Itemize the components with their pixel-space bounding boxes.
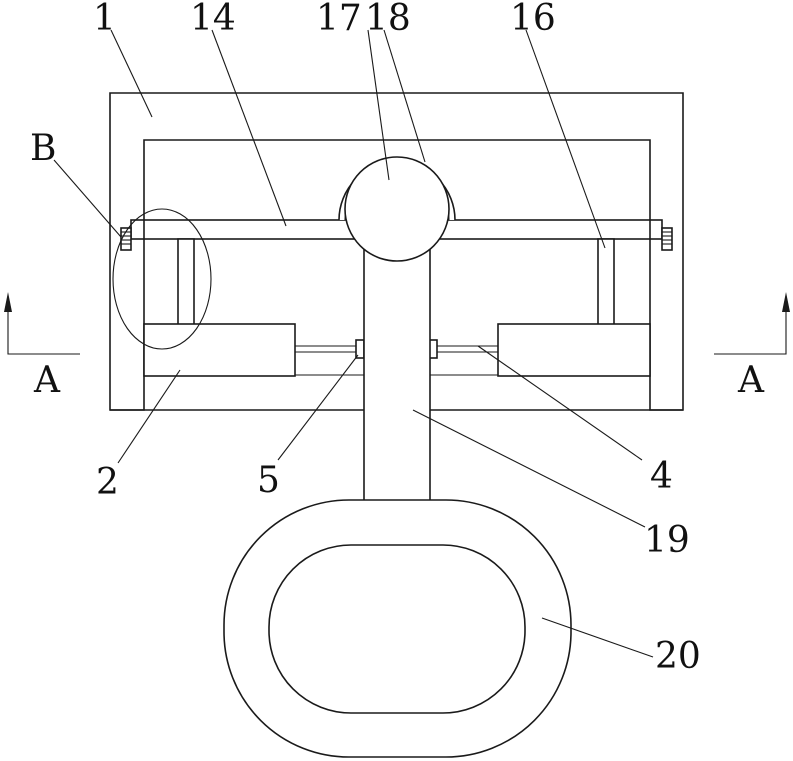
label-17: 17 [316,0,362,39]
label-a-right: A [737,360,765,401]
right-clip [662,228,672,250]
label-20: 20 [655,636,701,677]
left-cylinder [144,324,364,376]
label-14: 14 [190,0,236,39]
label-18: 18 [365,0,411,39]
label-19: 19 [644,520,690,561]
label-1: 1 [93,0,116,39]
right-cylinder [429,324,650,376]
central-post [364,238,430,501]
section-marker-left [4,292,80,354]
label-4: 4 [650,456,673,497]
section-marker-right [714,292,790,354]
ball-joint [339,157,455,261]
label-a-left: A [33,360,61,401]
label-2: 2 [96,462,119,503]
label-b: B [30,128,56,169]
label-16: 16 [510,0,556,39]
handle-ring [224,500,571,757]
label-5: 5 [257,460,280,501]
